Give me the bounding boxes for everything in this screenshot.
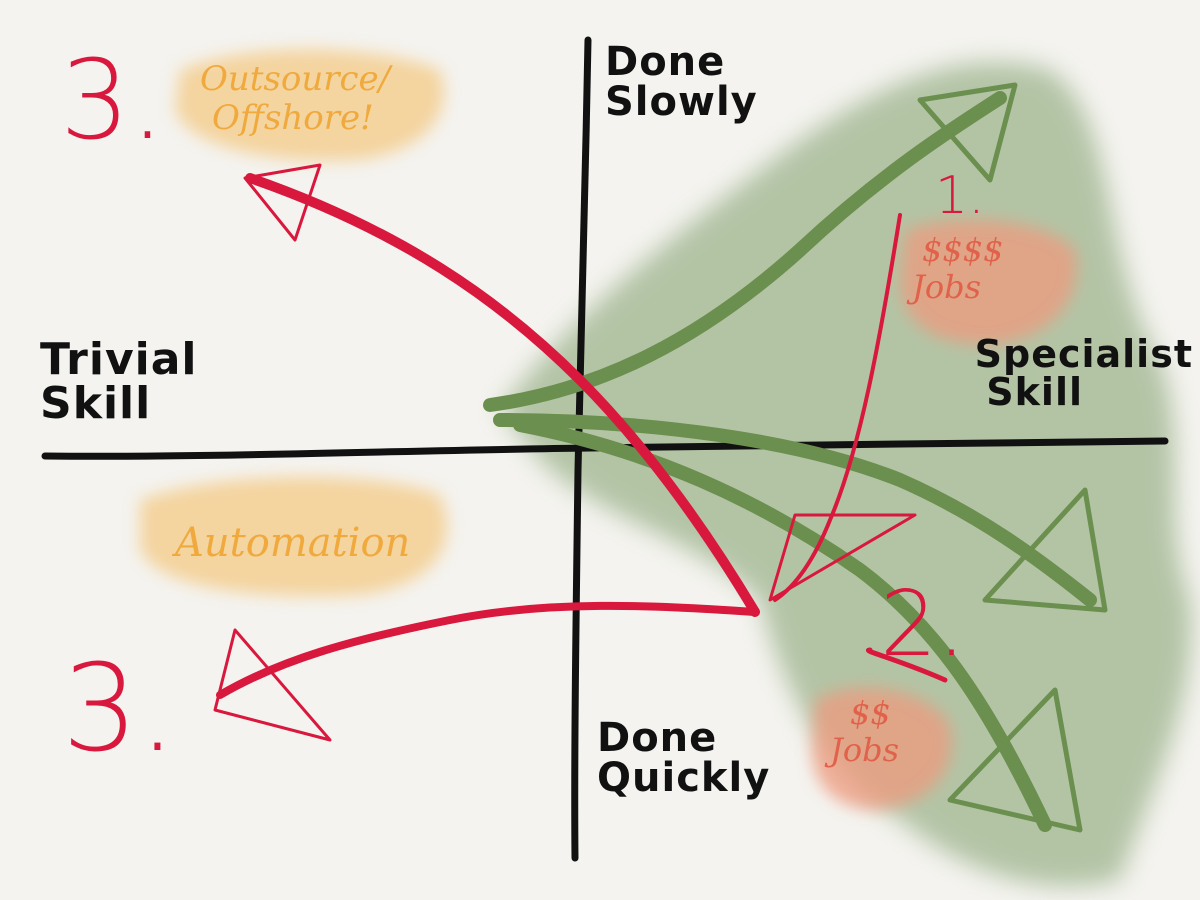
green-arrow-down-right: [513, 418, 1052, 832]
note-high-pay-line-1: $$$$: [922, 231, 1004, 269]
marker-three-bottom: 3.: [62, 640, 177, 779]
axis-label-right: Specialist Skill: [955, 335, 1193, 411]
orange-wash-automation: [140, 476, 448, 597]
axis-label-right-line-1: Specialist: [974, 332, 1193, 376]
axis-label-top: Done Slowly: [605, 42, 758, 122]
salmon-wash-high-pay: [900, 219, 1077, 345]
axis-label-left-line-1: Trivial: [40, 334, 198, 385]
red-arrow-to-outsource: [245, 173, 760, 617]
note-automation: Automation: [175, 520, 411, 566]
axis-label-bottom-line-2: Quickly: [597, 755, 771, 801]
note-mid-pay-line-2: Jobs: [830, 730, 899, 769]
red-arrows: [213, 163, 948, 742]
note-high-pay-line-2: Jobs: [912, 267, 981, 306]
axis-label-right-line-2: Skill: [986, 370, 1083, 414]
orange-wash-outsource: [175, 49, 445, 161]
axis-label-bottom-line-1: Done: [597, 715, 718, 761]
axis-label-bottom: Done Quickly: [597, 718, 770, 798]
red-arrow-to-automation: [216, 601, 759, 699]
marker-three-top: 3.: [60, 36, 165, 164]
axis-label-left-line-2: Skill: [40, 378, 152, 429]
note-outsource-line-2: Offshore!: [212, 98, 374, 139]
marker-one: 1.: [935, 166, 985, 226]
red-arrow-from-high-pay: [773, 213, 902, 602]
marker-two: 2.: [880, 572, 966, 677]
axis-label-top-line-2: Slowly: [605, 79, 758, 125]
axis-label-left: Trivial Skill: [40, 338, 198, 426]
note-outsource: Outsource/ Offshore!: [200, 59, 391, 139]
note-high-pay: $$$$ Jobs: [912, 232, 1003, 306]
note-mid-pay-line-1: $$: [850, 694, 891, 732]
note-outsource-line-1: Outsource/: [200, 59, 391, 99]
vertical-axis: [571, 36, 592, 862]
note-mid-pay: $$ Jobs: [830, 695, 899, 769]
axis-label-top-line-1: Done: [605, 39, 726, 85]
salmon-wash-mid-pay: [811, 687, 952, 810]
red-line-from-mid-pay: [865, 647, 948, 683]
